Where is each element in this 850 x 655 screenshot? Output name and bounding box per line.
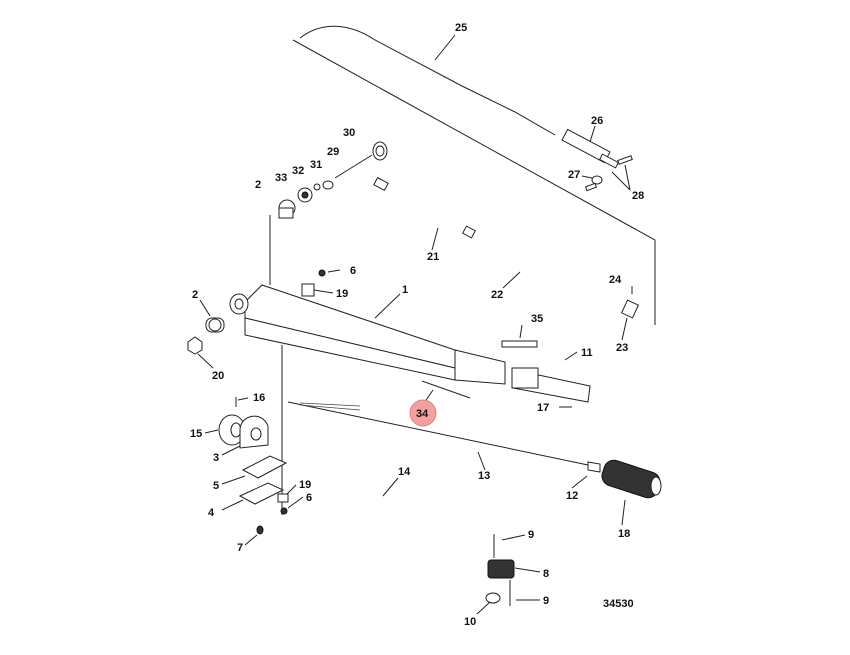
callout-34: 34 bbox=[416, 408, 429, 420]
part-25-cable bbox=[299, 25, 556, 136]
part-1-tiller-arm bbox=[229, 284, 506, 385]
callout-7: 7 bbox=[237, 542, 243, 554]
part-4-5-plates bbox=[221, 455, 304, 546]
callout-30: 30 bbox=[343, 127, 355, 139]
callout-8: 8 bbox=[543, 568, 549, 580]
part-14-rod bbox=[301, 456, 481, 557]
part-6-19-upper-fasteners bbox=[301, 269, 341, 297]
callout-4: 4 bbox=[208, 507, 215, 519]
part-23-24-bushing bbox=[620, 286, 640, 341]
part-2-20-bushing-nut bbox=[187, 299, 225, 369]
callout-35: 35 bbox=[531, 313, 543, 325]
callout-19-lower: 19 bbox=[299, 479, 311, 491]
callout-26: 26 bbox=[591, 115, 603, 127]
callout-15: 15 bbox=[190, 428, 202, 440]
assembly-outline bbox=[269, 39, 656, 515]
part-22-tube bbox=[490, 247, 617, 315]
callout-10: 10 bbox=[464, 616, 476, 628]
callout-1: 1 bbox=[402, 284, 408, 296]
callout-6-lower: 6 bbox=[306, 492, 312, 504]
callout-6-upper: 6 bbox=[350, 265, 356, 277]
callout-18: 18 bbox=[618, 528, 630, 540]
callout-23: 23 bbox=[616, 342, 628, 354]
drawing-number: 34530 bbox=[603, 598, 634, 610]
callout-27: 27 bbox=[568, 169, 580, 181]
callout-20: 20 bbox=[212, 370, 224, 382]
callout-34-highlight bbox=[409, 399, 437, 427]
callout-29: 29 bbox=[327, 146, 339, 158]
part-8-9-10-clamp bbox=[476, 534, 541, 615]
callout-14: 14 bbox=[398, 466, 411, 478]
part-34-pin bbox=[421, 380, 471, 404]
callout-22: 22 bbox=[491, 289, 503, 301]
callout-11: 11 bbox=[581, 347, 593, 359]
callout-9-lower: 9 bbox=[543, 595, 549, 607]
callout-17: 17 bbox=[537, 402, 549, 414]
part-35-decal bbox=[501, 324, 538, 348]
callout-25: 25 bbox=[455, 22, 467, 34]
callout-2-upper: 2 bbox=[255, 179, 261, 191]
callout-12: 12 bbox=[566, 490, 578, 502]
part-3-15-16-bracket bbox=[204, 397, 269, 456]
part-27-28-pins bbox=[581, 155, 633, 192]
callout-28: 28 bbox=[632, 190, 644, 202]
part-12-18-sleeve bbox=[571, 459, 662, 526]
callout-13: 13 bbox=[478, 470, 490, 482]
part-11-17-grip bbox=[511, 351, 591, 408]
part-26-handle bbox=[561, 125, 620, 169]
callout-9-upper: 9 bbox=[528, 529, 534, 541]
callout-24: 24 bbox=[609, 274, 622, 286]
part-29-33-bolt-stack bbox=[278, 141, 388, 219]
part-13-cable bbox=[287, 401, 601, 473]
part-21-rod bbox=[373, 176, 487, 251]
callout-5: 5 bbox=[213, 480, 219, 492]
callout-labels: 25 26 27 28 30 29 31 32 33 2 21 24 22 6 … bbox=[190, 22, 644, 628]
callout-2-lower: 2 bbox=[192, 289, 198, 301]
callout-3: 3 bbox=[213, 452, 219, 464]
callout-32: 32 bbox=[292, 165, 304, 177]
callout-31: 31 bbox=[310, 159, 322, 171]
callout-21: 21 bbox=[427, 251, 439, 263]
callout-16: 16 bbox=[253, 392, 265, 404]
callout-33: 33 bbox=[275, 172, 287, 184]
callout-19-upper: 19 bbox=[336, 288, 348, 300]
